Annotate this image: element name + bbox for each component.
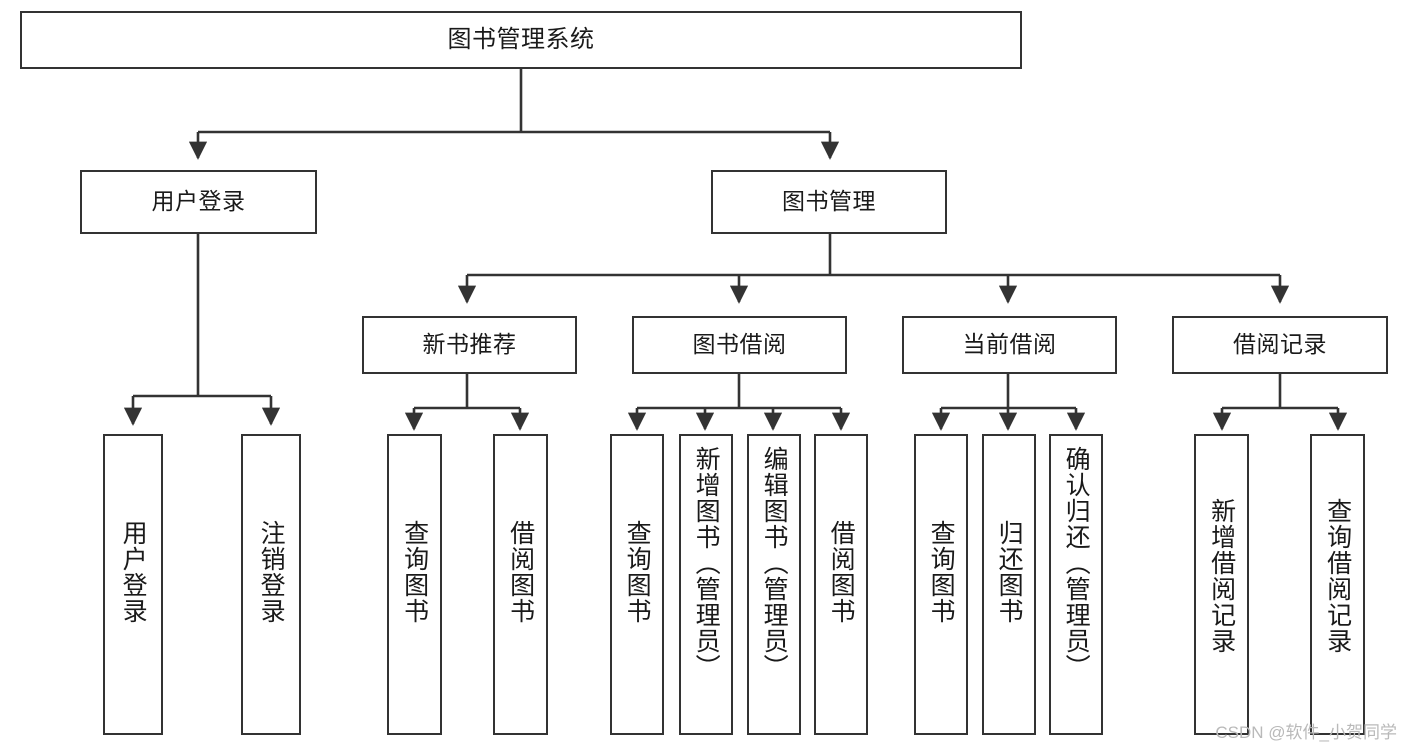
node-leaf-user-login-label: 用户登录 bbox=[119, 520, 148, 624]
node-current-borrow[interactable]: 当前借阅 bbox=[902, 316, 1117, 374]
node-leaf-return-book[interactable]: 归还图书 bbox=[982, 434, 1036, 735]
node-leaf-add-record[interactable]: 新增借阅记录 bbox=[1194, 434, 1249, 735]
node-root[interactable]: 图书管理系统 bbox=[20, 11, 1022, 69]
node-user-login[interactable]: 用户登录 bbox=[80, 170, 317, 234]
node-leaf-query-book-1-label: 查询图书 bbox=[400, 520, 429, 624]
node-book-borrow[interactable]: 图书借阅 bbox=[632, 316, 847, 374]
node-leaf-user-logout-label: 注销登录 bbox=[257, 520, 286, 624]
node-leaf-edit-book[interactable]: 编辑图书（管理员） bbox=[747, 434, 801, 735]
node-leaf-edit-book-label: 编辑图书（管理员） bbox=[760, 446, 789, 680]
node-leaf-query-book-3-label: 查询图书 bbox=[927, 520, 956, 624]
node-leaf-query-book-2[interactable]: 查询图书 bbox=[610, 434, 664, 735]
node-leaf-query-book-3[interactable]: 查询图书 bbox=[914, 434, 968, 735]
node-leaf-borrow-book-1-label: 借阅图书 bbox=[506, 520, 535, 624]
node-leaf-add-record-label: 新增借阅记录 bbox=[1207, 498, 1236, 654]
node-book-management-label: 图书管理 bbox=[782, 188, 876, 215]
node-current-borrow-label: 当前借阅 bbox=[962, 331, 1057, 358]
node-leaf-add-book[interactable]: 新增图书（管理员） bbox=[679, 434, 733, 735]
node-leaf-user-login[interactable]: 用户登录 bbox=[103, 434, 163, 735]
node-borrow-record-label: 借阅记录 bbox=[1233, 331, 1327, 358]
node-book-management[interactable]: 图书管理 bbox=[711, 170, 947, 234]
node-leaf-return-book-label: 归还图书 bbox=[995, 520, 1024, 624]
node-leaf-query-book-1[interactable]: 查询图书 bbox=[387, 434, 442, 735]
node-leaf-borrow-book-2[interactable]: 借阅图书 bbox=[814, 434, 868, 735]
csdn-watermark: CSDN @软件_小贺同学 bbox=[1215, 723, 1397, 742]
node-leaf-user-logout[interactable]: 注销登录 bbox=[241, 434, 301, 735]
node-borrow-record[interactable]: 借阅记录 bbox=[1172, 316, 1388, 374]
node-leaf-query-book-2-label: 查询图书 bbox=[623, 520, 652, 624]
node-leaf-confirm-return[interactable]: 确认归还（管理员） bbox=[1049, 434, 1103, 735]
node-book-borrow-label: 图书借阅 bbox=[692, 331, 787, 358]
node-user-login-label: 用户登录 bbox=[151, 188, 246, 215]
node-root-label: 图书管理系统 bbox=[447, 25, 595, 53]
node-leaf-query-record[interactable]: 查询借阅记录 bbox=[1310, 434, 1365, 735]
node-leaf-query-record-label: 查询借阅记录 bbox=[1323, 498, 1352, 654]
node-leaf-borrow-book-1[interactable]: 借阅图书 bbox=[493, 434, 548, 735]
node-leaf-confirm-return-label: 确认归还（管理员） bbox=[1062, 446, 1091, 680]
node-leaf-add-book-label: 新增图书（管理员） bbox=[692, 446, 721, 680]
node-new-book-recommend[interactable]: 新书推荐 bbox=[362, 316, 577, 374]
node-new-book-recommend-label: 新书推荐 bbox=[422, 331, 517, 358]
node-leaf-borrow-book-2-label: 借阅图书 bbox=[827, 520, 856, 624]
